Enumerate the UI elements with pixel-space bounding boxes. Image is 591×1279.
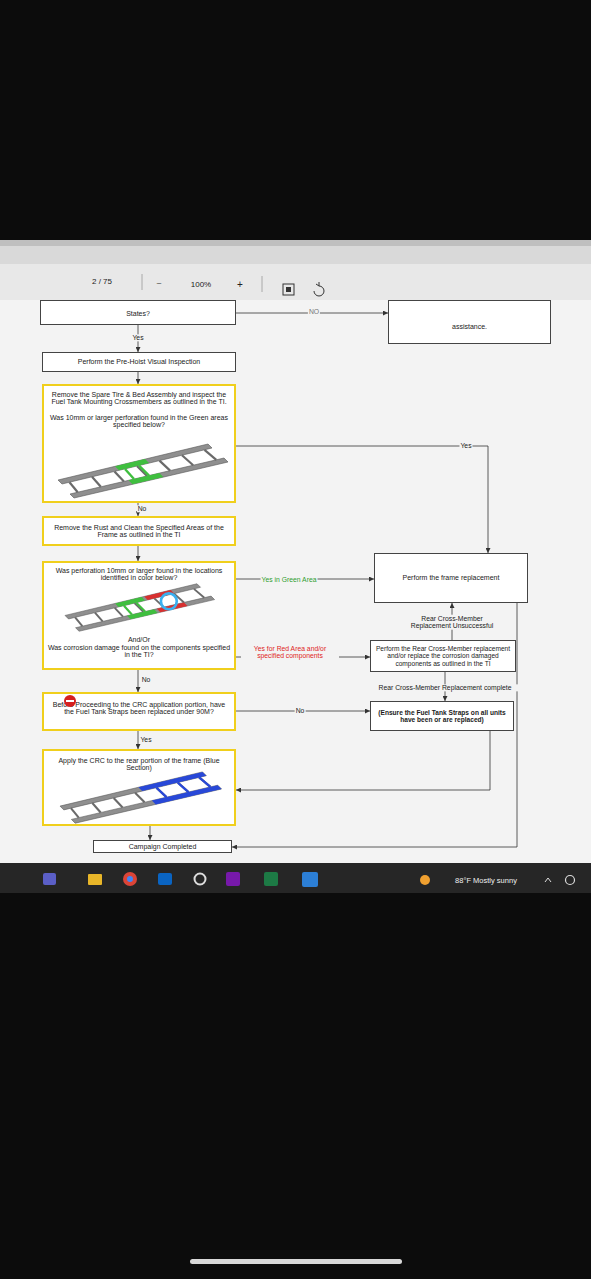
zoom-level: 100% [191,280,211,289]
monitor-edge [0,240,591,248]
flow-connector [236,446,488,553]
node-text: Perform the frame replacement [403,574,500,581]
flow-connector [445,672,446,701]
edge-label: Yes [459,442,472,449]
edge-label: Rear Cross-Member Replacement complete [364,684,526,691]
taskbar [0,863,591,893]
viewer-toolbar [0,264,591,300]
flow-connector [138,731,139,749]
flow-connector [138,372,139,384]
document-page [0,300,591,863]
toolbar-separator [142,274,143,290]
process-box: Remove the Rust and Clean the Specified … [42,516,236,546]
process-box: Perform the Rear Cross-Member replacemen… [370,640,516,672]
toolbar-separator [262,276,263,292]
node-text: Was perforation 10mm or larger found in … [47,567,231,582]
weather-icon [420,875,430,885]
fit-page-icon [286,287,291,292]
process-box: assistance. [388,300,551,344]
zoom-in: + [237,279,243,290]
flow-connector [236,731,490,790]
flow-connector [138,503,139,516]
node-text: Perform the Rear Cross-Member replacemen… [374,645,512,667]
flow-connector [236,313,388,314]
edge-label: Yes in Green Area [261,576,318,583]
fit-page-icon [283,284,294,295]
node-text: Apply the CRC to the rear portion of the… [47,757,231,772]
node-text: And/Or [47,636,231,643]
decision-box: States? [40,300,236,325]
node-text: Was corrosion damage found on the compon… [47,644,231,659]
decision-box: Was perforation 10mm or larger found in … [42,561,236,670]
edge-label: Rear Cross-Member Replacement Unsuccessf… [405,615,499,630]
process-box: Apply the CRC to the rear portion of the… [42,749,236,826]
process-box: (Ensure the Fuel Tank Straps on all unit… [370,701,514,731]
taskbar-icon [195,874,206,885]
flow-connector [452,603,453,640]
taskbar-icon [123,872,137,886]
flow-connector [236,579,374,580]
tray-icon [566,876,575,885]
edge-label: Yes [131,334,144,341]
flow-connector [138,670,139,692]
rotate-icon [314,282,324,296]
node-text: States? [44,310,232,317]
flow-connector [138,546,139,561]
screen-top [0,246,591,264]
home-indicator [190,1259,402,1264]
process-box: Perform the Pre-Hoist Visual Inspection [42,352,236,372]
taskbar-icon [302,872,318,887]
node-text: Perform the Pre-Hoist Visual Inspection [78,358,200,365]
node-text: Remove the Spare Tire & Bed Assembly and… [47,391,231,406]
taskbar-icon [88,874,102,885]
frame-illustration [65,584,215,632]
edge-label: Yes for Red Area and/or specified compon… [241,645,339,660]
stop-icon [64,695,76,707]
page-indicator: 2 / 75 [92,277,112,286]
frame-illustration [58,444,228,498]
flow-connector [236,657,370,658]
frame-illustration [60,772,222,823]
taskbar-icon [226,872,240,886]
zoom-out: – [157,278,161,287]
terminal-box: Campaign Completed [93,840,232,853]
decision-box: Before Proceeding to the CRC application… [42,692,236,731]
node-text: (Ensure the Fuel Tank Straps on all unit… [374,709,510,724]
flow-connector [138,325,139,352]
edge-label: Yes [139,736,152,743]
flow-connector [150,826,151,840]
flow-connector [232,603,517,847]
node-text: Remove the Rust and Clean the Specified … [47,524,231,539]
taskbar-icon [158,873,172,885]
decision-box: Remove the Spare Tire & Bed Assembly and… [42,384,236,503]
flow-connector [236,711,370,712]
edge-label: No [137,505,148,512]
edge-label: No [295,707,306,714]
node-text: Before Proceeding to the CRC application… [47,701,231,716]
process-box: Perform the frame replacement [374,553,528,603]
taskbar-icon [264,872,278,886]
edge-label: NO [308,308,320,315]
edge-label: No [141,676,152,683]
weather-status: 88°F Mostly sunny [455,876,517,885]
tray-chevron [545,878,551,882]
node-text: Campaign Completed [129,843,197,850]
taskbar-icon [127,876,133,882]
taskbar-icon [43,873,56,885]
node-text: assistance. [392,323,547,330]
node-text: Was 10mm or larger perforation found in … [47,414,231,429]
